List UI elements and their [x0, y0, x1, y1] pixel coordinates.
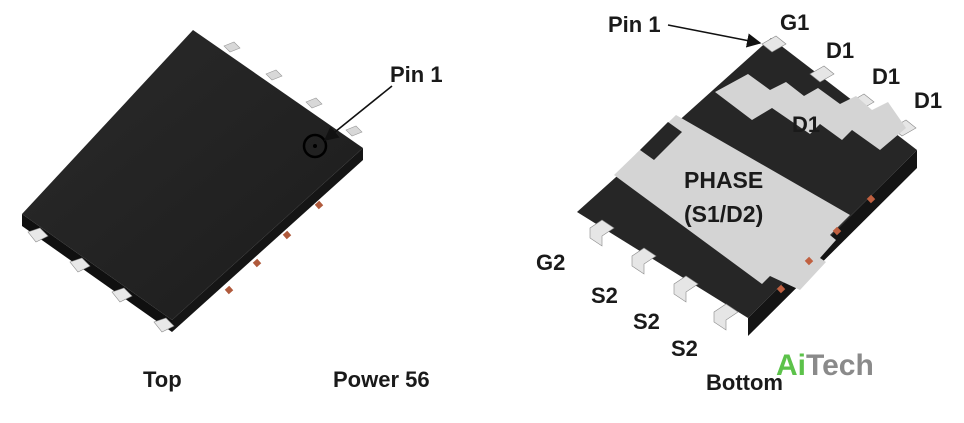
aitech-watermark: AiTech: [776, 349, 874, 382]
top-view-front-side: [22, 214, 172, 332]
s2-label-2: S2: [633, 309, 660, 334]
top-caption: Top: [143, 367, 182, 392]
bottom-caption: Bottom: [706, 370, 783, 395]
bottom-pin1-label: Pin 1: [608, 12, 661, 37]
d1-pad: [715, 74, 906, 150]
top-view-package: [22, 30, 393, 333]
top-view-top-face: [22, 30, 363, 320]
g2-label: G2: [536, 250, 565, 275]
d1-label-1: D1: [826, 38, 854, 63]
top-pin-front-4: [153, 317, 175, 333]
bottom-view-package: [577, 24, 917, 336]
bottom-pin1-arrow: [667, 24, 762, 48]
bottom-copper-4: [776, 284, 786, 294]
top-view-right-side: [172, 148, 363, 332]
g2-pin: [589, 219, 615, 247]
top-pin-front-3: [111, 287, 133, 303]
phase-label-line2: (S1/D2): [684, 201, 763, 227]
top-pin-front-2: [69, 257, 91, 273]
top-pin1-label: Pin 1: [390, 62, 443, 87]
pin1-marker-dot: [313, 144, 317, 148]
bottom-copper-3: [804, 256, 814, 266]
bottom-copper-2: [832, 226, 842, 236]
s2-pin-3: [713, 303, 739, 331]
package-name: Power 56: [333, 367, 430, 392]
top-pin-back-1: [223, 41, 241, 53]
watermark-part2: Tech: [806, 349, 874, 382]
s2-pin-1: [631, 247, 657, 275]
top-copper-2: [282, 230, 292, 240]
d1-label-2: D1: [872, 64, 900, 89]
g1-label: G1: [780, 10, 809, 35]
d1-pin-1: [809, 65, 835, 83]
top-view-back-pins: [223, 41, 363, 137]
top-pin-front-1: [27, 227, 49, 243]
top-copper-3: [252, 258, 262, 268]
s2-pin-2: [673, 275, 699, 303]
top-pin-back-4: [345, 125, 363, 137]
bottom-view-front-pins: [589, 219, 739, 331]
pin1-marker-circle: [302, 133, 328, 159]
top-pin-back-3: [305, 97, 323, 109]
top-pin-back-2: [265, 69, 283, 81]
top-view-front-pins: [27, 227, 175, 333]
top-copper-4: [224, 285, 234, 295]
top-copper-1: [314, 200, 324, 210]
s2-label-1: S2: [591, 283, 618, 308]
s2-label-3: S2: [671, 336, 698, 361]
d1-label-3: D1: [914, 88, 942, 113]
bottom-copper-1: [866, 194, 876, 204]
phase-label-line1: PHASE: [684, 167, 763, 193]
phase-pad: [614, 115, 850, 290]
top-pin1-arrow: [323, 85, 393, 141]
d1-pad-label: D1: [792, 112, 820, 137]
phase-pad-notch: [640, 122, 682, 160]
watermark-part1: Ai: [776, 349, 806, 382]
g1-pin: [761, 35, 787, 53]
svg-text:AiTech: AiTech: [776, 349, 874, 382]
